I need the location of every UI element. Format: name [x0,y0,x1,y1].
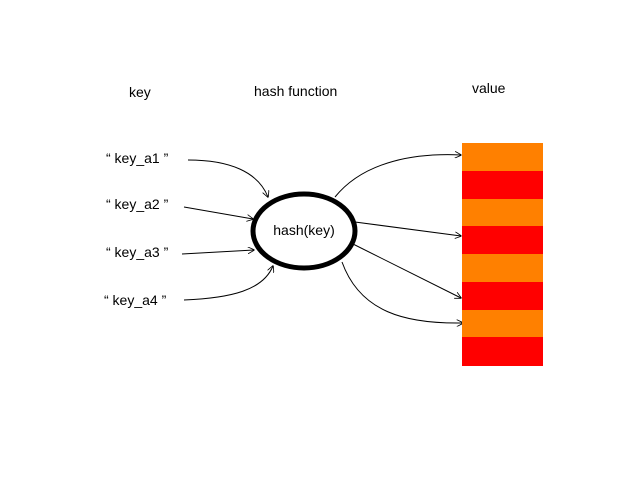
header-hash-function: hash function [254,83,338,99]
value-bucket [462,281,543,310]
value-bucket [462,337,543,366]
arrow-hash-to-bucket-7 [341,261,463,323]
key-item: “ key_a4 ” [104,292,167,308]
value-bucket [462,143,543,172]
arrow-hash-to-bucket-6 [352,243,461,298]
key-item: “ key_a1 ” [106,150,169,166]
header-key: key [129,84,151,100]
key-item: “ key_a3 ” [106,244,169,260]
arrow-hash-to-bucket-4 [354,221,461,236]
key-item: “ key_a2 ” [106,196,169,212]
value-bucket [462,309,543,338]
value-bucket [462,226,543,255]
hash-node-label: hash(key) [273,222,335,238]
arrow-key-a3-to-hash [181,250,254,255]
value-bucket [462,198,543,227]
value-bucket [462,170,543,199]
arrow-key-a1-to-hash [187,159,268,197]
hash-node-circle [250,191,358,271]
arrow-hash-to-bucket-1 [334,155,461,198]
arrow-key-a4-to-hash [183,266,273,301]
arrow-key-a2-to-hash [183,206,253,219]
value-bucket [462,254,543,283]
value-bucket-stack [462,143,543,366]
header-value: value [472,80,506,96]
